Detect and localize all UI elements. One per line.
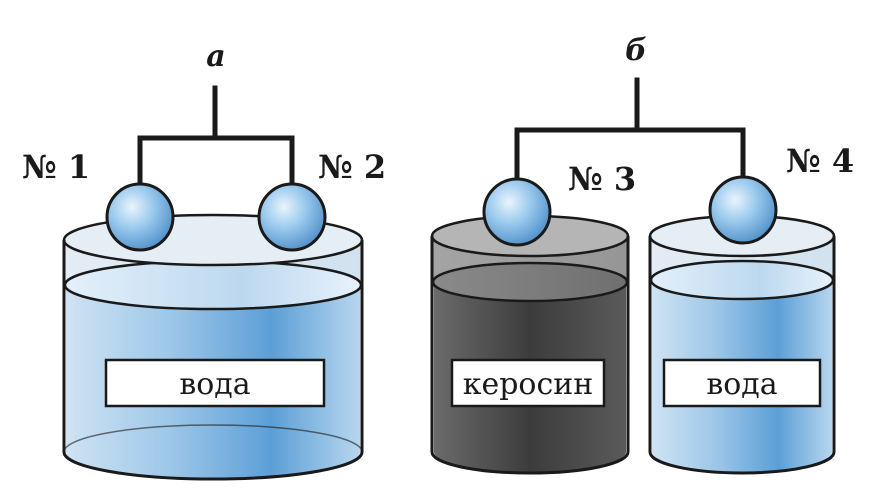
sphere-2-label: № 2 bbox=[318, 148, 386, 186]
vessel-1: вода bbox=[62, 213, 364, 481]
vessel-1-outline bbox=[62, 240, 364, 481]
vessel-2-label-box bbox=[450, 358, 606, 408]
sphere-4 bbox=[708, 175, 778, 245]
vessel-1-label: вода bbox=[179, 367, 250, 402]
vessel-3-label: вода bbox=[706, 367, 777, 402]
vessel-3-label-box bbox=[662, 358, 822, 408]
sphere-1-label: № 1 bbox=[22, 148, 90, 186]
vessel-1-water-surface bbox=[63, 259, 363, 311]
wire-b bbox=[514, 77, 746, 188]
sphere-3 bbox=[482, 177, 552, 247]
vessel-3: вода bbox=[648, 214, 836, 475]
conductor-a bbox=[137, 85, 295, 188]
sphere-3-label: № 3 bbox=[568, 160, 636, 198]
group-a-label: а bbox=[206, 39, 225, 74]
vessel-2: керосин bbox=[430, 214, 630, 475]
sphere-4-label: № 4 bbox=[786, 142, 854, 180]
conductor-b bbox=[514, 77, 746, 188]
vessel-2-kerosene-surface bbox=[431, 261, 629, 303]
vessel-1-label-box bbox=[104, 358, 326, 408]
vessel-2-outline bbox=[430, 236, 630, 475]
sphere-1 bbox=[105, 182, 175, 252]
vessel-3-outline bbox=[648, 236, 836, 475]
sphere-2 bbox=[257, 182, 327, 252]
vessel-3-water-surface bbox=[649, 259, 835, 301]
vessel-1-bottom-back bbox=[63, 424, 363, 453]
group-b-label: б bbox=[625, 33, 647, 68]
vessel-2-label: керосин bbox=[463, 367, 594, 402]
wire-a bbox=[137, 85, 295, 188]
